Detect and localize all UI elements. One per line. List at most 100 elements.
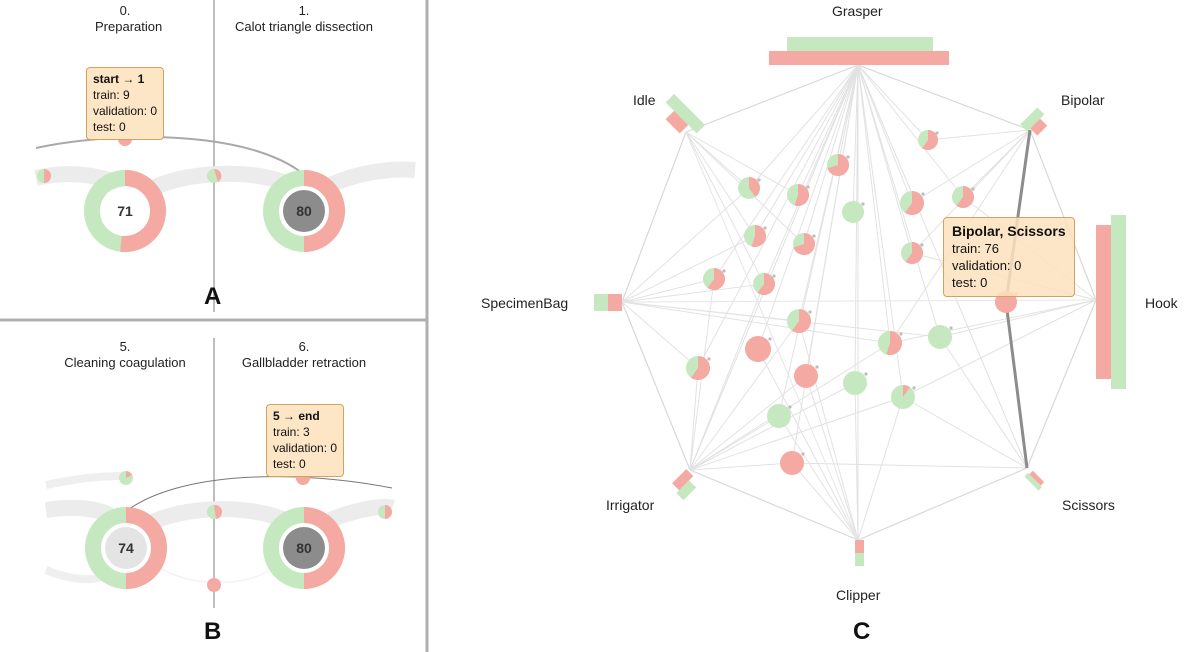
clipper-train-bar[interactable] [855,540,864,553]
combination-edge [621,301,941,338]
tooltip-train: train: 9 [93,88,130,102]
idle-bars[interactable] [657,93,706,142]
transition-pie[interactable] [378,505,392,519]
combination-edge [798,320,859,541]
tooltip-test: test: 0 [93,120,126,134]
tooltip-train: train: 3 [273,425,310,439]
combination-edge [689,64,859,471]
combination-edge [757,64,859,350]
combination-edge [685,131,765,285]
phase-donut-selected[interactable]: 80 [263,170,345,252]
transition-pie[interactable] [119,471,133,485]
combination-edge [685,131,799,196]
specimenbag-train-bar[interactable] [608,294,622,311]
phase-name: Gallbladder retraction [241,355,367,370]
transition-pie[interactable] [207,504,223,519]
combination-node[interactable] [900,191,925,216]
combination-edge [621,187,750,303]
combination-node[interactable] [767,404,792,428]
combination-edge [754,64,859,237]
hook-train-bar[interactable] [1096,225,1111,379]
phase-name: Preparation [95,19,163,34]
combination-node[interactable] [703,268,726,291]
combination-node[interactable] [738,177,761,199]
scissors-bars[interactable] [1024,469,1045,491]
combination-node[interactable] [753,273,776,296]
specimenbag-validation-bar[interactable] [594,294,608,311]
combination-node[interactable] [918,130,939,150]
irrigator-bars[interactable] [669,469,700,501]
tooltip-title: Bipolar, Scissors [952,223,1066,239]
phase-title-gallbladder: 6. Gallbladder retraction [234,339,374,371]
flow-band [44,499,114,523]
phase-index: 6. [298,339,310,354]
phase-name: Calot triangle dissection [234,19,374,34]
tooltip-train: train: 76 [952,241,999,256]
combination-edge [857,64,964,198]
outline-edge [621,131,687,303]
combination-node[interactable] [686,356,711,380]
phase-donut-selected[interactable]: 74 [85,507,167,589]
combination-edge [889,299,1097,344]
combination-node[interactable] [928,325,953,349]
combination-edge [797,64,859,196]
instrument-label-idle: Idle [633,92,656,108]
combination-node[interactable] [827,154,850,176]
combination-node[interactable] [744,225,767,247]
combination-node[interactable] [794,364,819,388]
combination-edge [939,336,1028,469]
phase-donut[interactable]: 71 [84,170,166,252]
combination-edge [791,462,1028,469]
transition-pie[interactable] [207,168,222,183]
combination-edge [685,131,750,189]
phase-title-preparation: 0. Preparation [95,3,163,35]
tooltip-validation: validation: 0 [952,258,1022,273]
grasper-validation-bar[interactable] [787,37,933,51]
instrument-label-irrigator: Irrigator [606,497,655,513]
instrument-label-hook: Hook [1145,295,1178,311]
combination-node[interactable] [780,451,805,475]
combination-edge [685,131,756,237]
phase-donut[interactable]: 80 [263,507,345,589]
transition-arc [124,476,393,513]
combination-node[interactable] [745,336,772,362]
grasper-train-bar[interactable] [769,51,949,65]
bipolar-bars[interactable] [1020,107,1051,138]
hook-validation-bar[interactable] [1111,215,1126,389]
instrument-label-clipper: Clipper [836,587,881,603]
combination-edge [689,462,793,471]
combination-node[interactable] [878,331,903,356]
transition-node[interactable] [207,578,221,592]
panel-label-a: A [204,283,222,310]
combination-edge [778,64,859,417]
combination-edge [689,396,904,471]
instrument-label-specimenbag: SpecimenBag [481,295,569,311]
combination-node[interactable] [843,371,868,395]
phase-count: 80 [296,540,312,556]
instrument-label-grasper: Grasper [832,3,883,19]
combination-node[interactable] [793,233,816,255]
combination-edge [689,367,699,471]
combination-node[interactable] [787,184,810,206]
combination-edge [689,320,800,471]
combination-edge [805,375,859,541]
phase-count: 71 [117,203,133,219]
panel-label-b: B [204,618,222,645]
combination-edge [927,129,1031,141]
clipper-validation-bar[interactable] [855,553,864,566]
transition-pie[interactable] [37,169,51,183]
combination-edge [713,64,859,280]
combination-edge [689,342,891,471]
phase-count: 74 [118,540,134,556]
combination-edge [689,278,715,471]
combination-node[interactable] [842,201,865,223]
combination-node[interactable] [901,242,924,264]
combination-edge [689,382,856,471]
tooltip-title: start → 1 [93,72,145,86]
phase-index: 1. [298,3,310,18]
combination-node[interactable] [891,385,916,409]
combination-node[interactable] [952,186,975,209]
instrument-edges [621,64,1097,541]
combination-node[interactable] [787,309,812,333]
outline-edge [1026,299,1097,469]
